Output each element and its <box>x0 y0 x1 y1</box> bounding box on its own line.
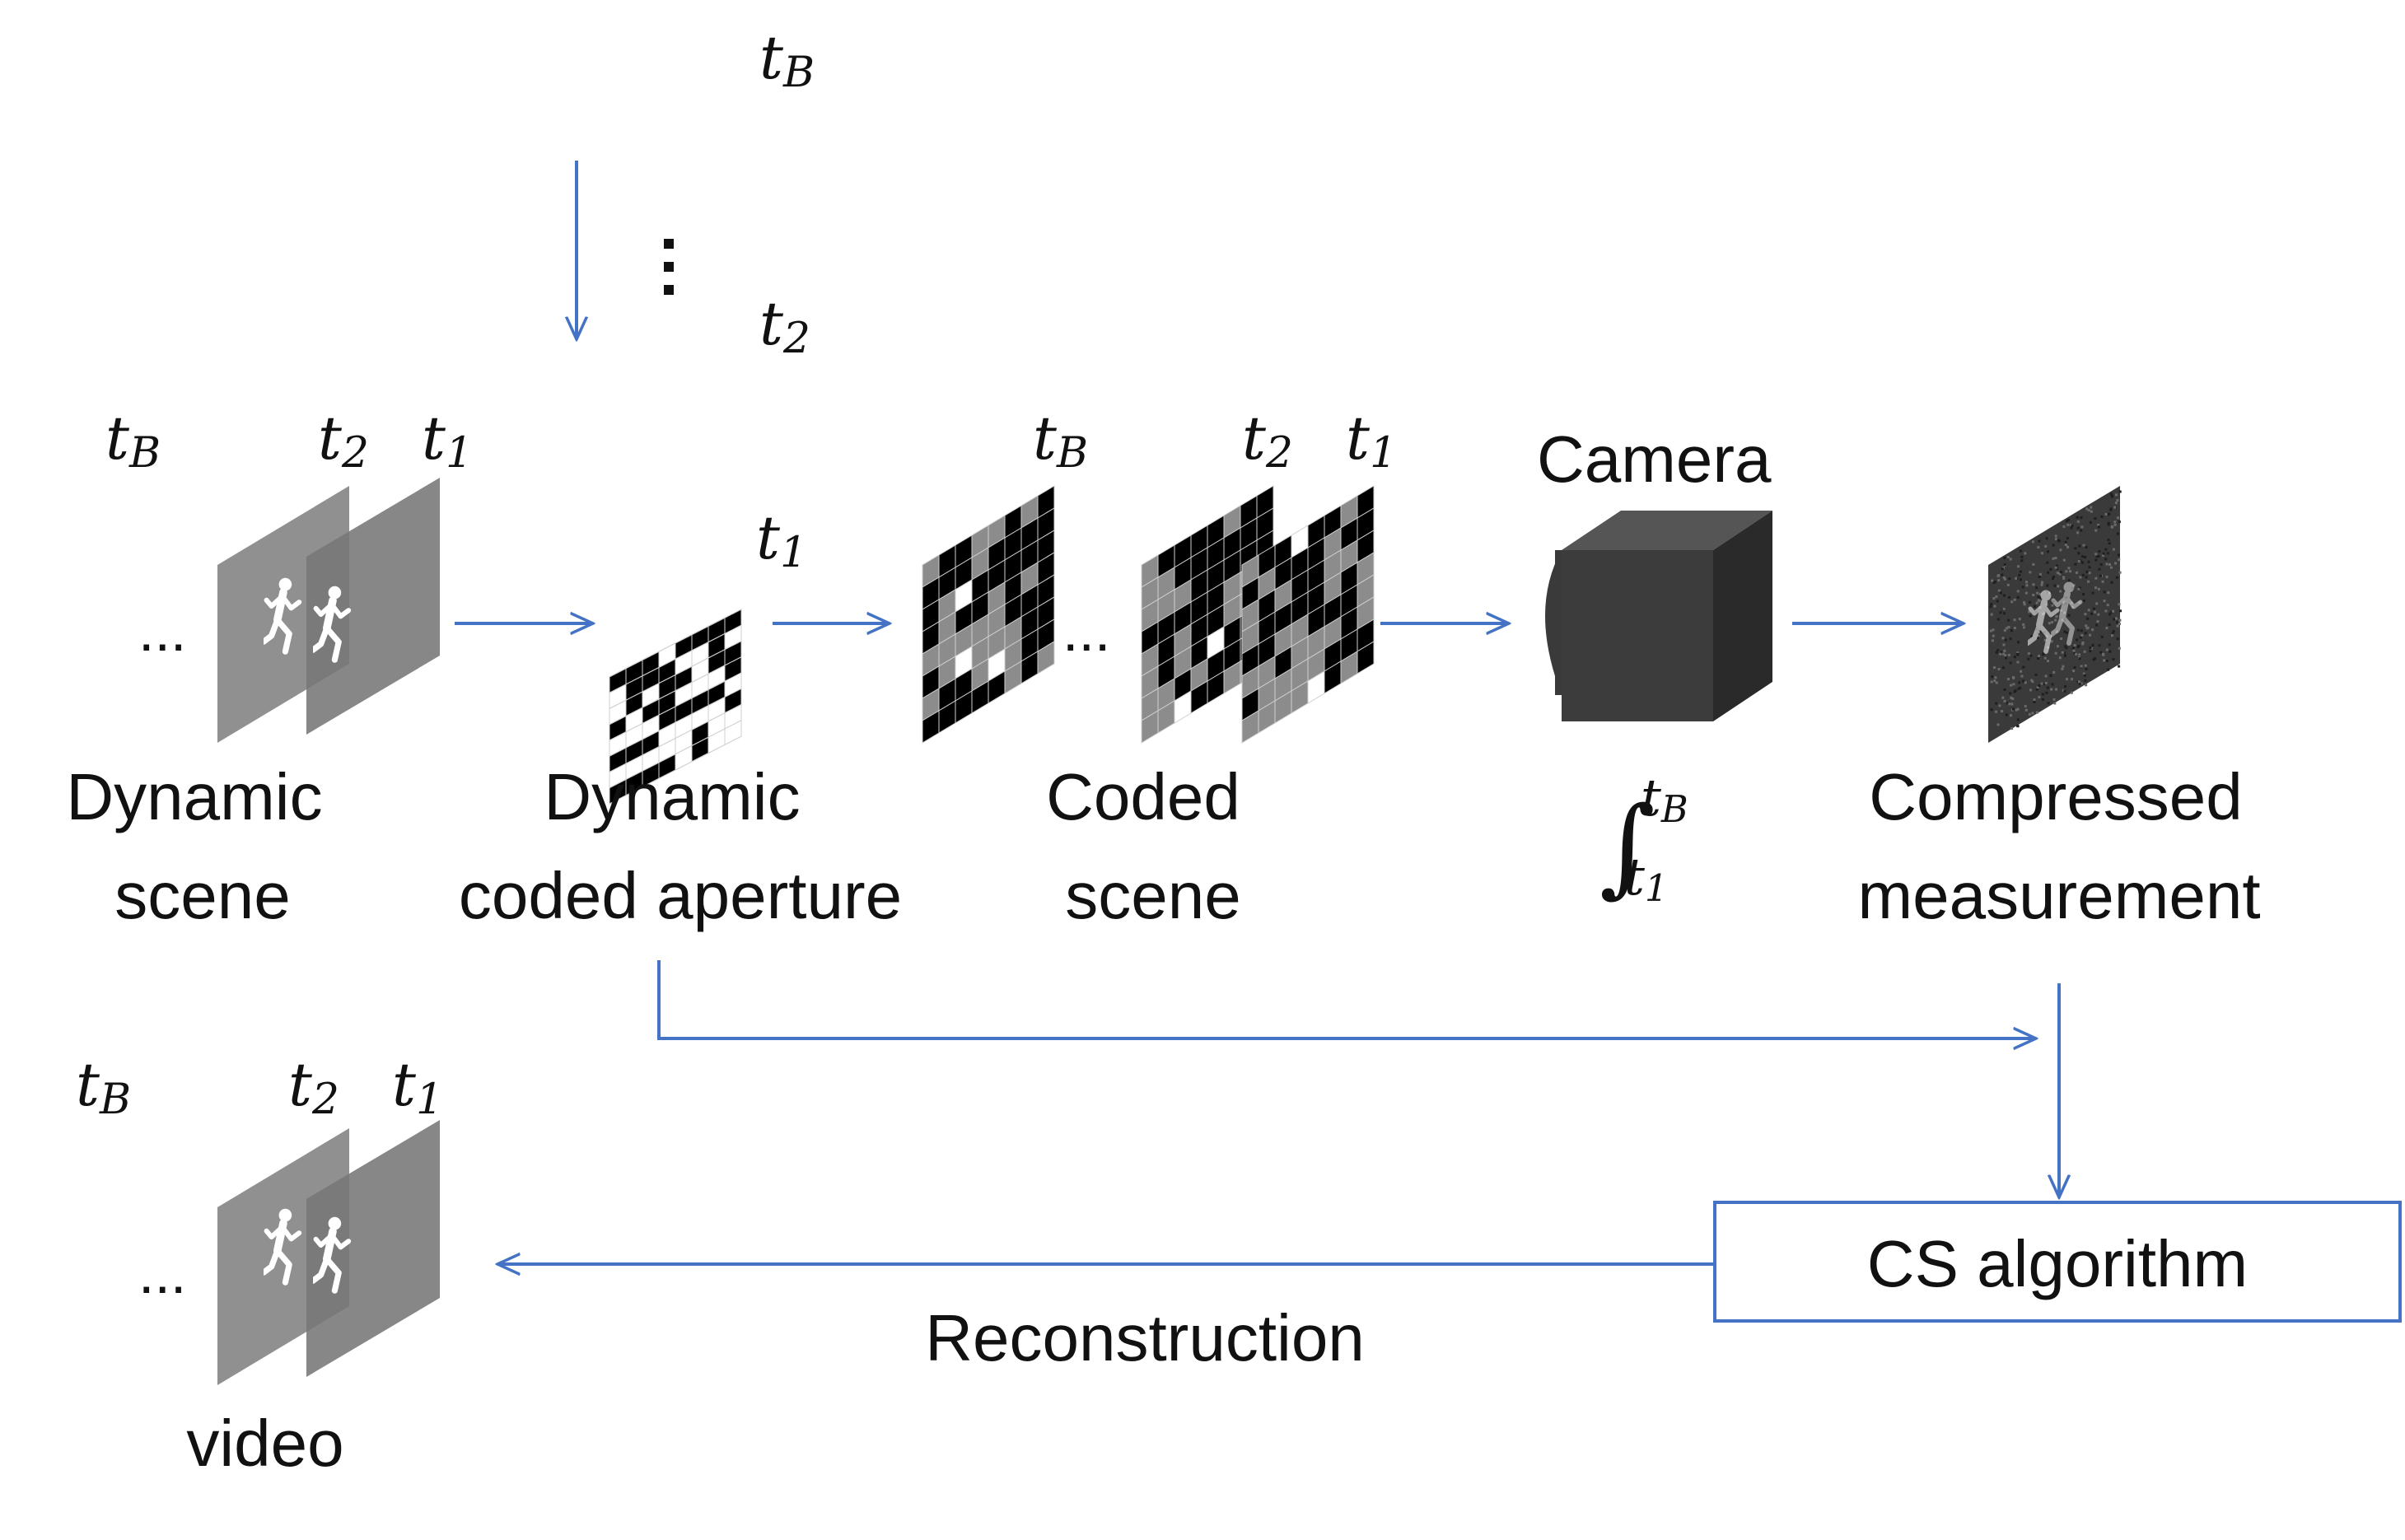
label-scene-tb: tB <box>105 404 161 478</box>
scene-frame-front <box>306 478 440 735</box>
caption-dynamic-coded-aperture-2: coded aperture <box>459 859 902 932</box>
label-scene-t1: t1 <box>422 404 473 478</box>
caption-coded-scene-2: scene <box>1065 859 1240 932</box>
dynamic-scene-frames <box>217 478 440 743</box>
svg-text:∫: ∫ <box>1599 783 1655 908</box>
arrow-aperture-to-algorithm <box>657 960 2036 1038</box>
label-video-t2: t2 <box>288 1050 339 1124</box>
label-coded-t1: t1 <box>1346 404 1397 478</box>
label-scene-t2: t2 <box>318 404 369 478</box>
reconstruction-label: Reconstruction <box>925 1301 1365 1374</box>
label-mask-t1: t1 <box>756 503 807 577</box>
ellipsis-coded: ... <box>1062 599 1110 663</box>
caption-dynamic-scene-2: scene <box>114 859 290 932</box>
cs-algorithm-box <box>1713 1201 2402 1323</box>
compressed-measurement-image <box>1988 486 2122 743</box>
cs-algorithm-label: CS algorithm <box>1867 1227 2248 1300</box>
label-coded-tb: tB <box>1033 404 1088 478</box>
video-frames <box>217 1120 440 1385</box>
label-mask-t2: t2 <box>759 289 810 363</box>
coded-scene-frame <box>1241 485 1375 744</box>
caption-dynamic-coded-aperture-1: Dynamic <box>544 760 800 833</box>
ellipsis-scene: ... <box>138 599 186 663</box>
coded-aperture-masks <box>609 609 742 805</box>
coded-aperture-mask <box>609 609 742 805</box>
caption-compressed-measurement-1: Compressed <box>1869 760 2243 833</box>
caption-video: video <box>186 1407 343 1480</box>
svg-text:t1: t1 <box>1624 847 1668 910</box>
label-mask-tb: tB <box>759 23 815 97</box>
mask-stack-dots <box>664 239 674 295</box>
label-video-t1: t1 <box>392 1050 443 1124</box>
caption-dynamic-scene-1: Dynamic <box>66 760 322 833</box>
camera-label: Camera <box>1537 422 1772 496</box>
caption-compressed-measurement-2: measurement <box>1857 859 2260 932</box>
camera-icon <box>1545 511 1772 721</box>
time-integral: ∫ tB t1 <box>1599 768 1688 910</box>
video-frame-front <box>306 1120 440 1377</box>
coded-scene-frames <box>922 485 1375 744</box>
svg-text:tB: tB <box>1641 768 1688 831</box>
coded-scene-frame <box>922 485 1055 744</box>
label-video-tb: tB <box>76 1050 131 1124</box>
label-coded-t2: t2 <box>1242 404 1293 478</box>
ellipsis-video: ... <box>138 1241 186 1305</box>
caption-coded-scene-1: Coded <box>1046 760 1240 833</box>
